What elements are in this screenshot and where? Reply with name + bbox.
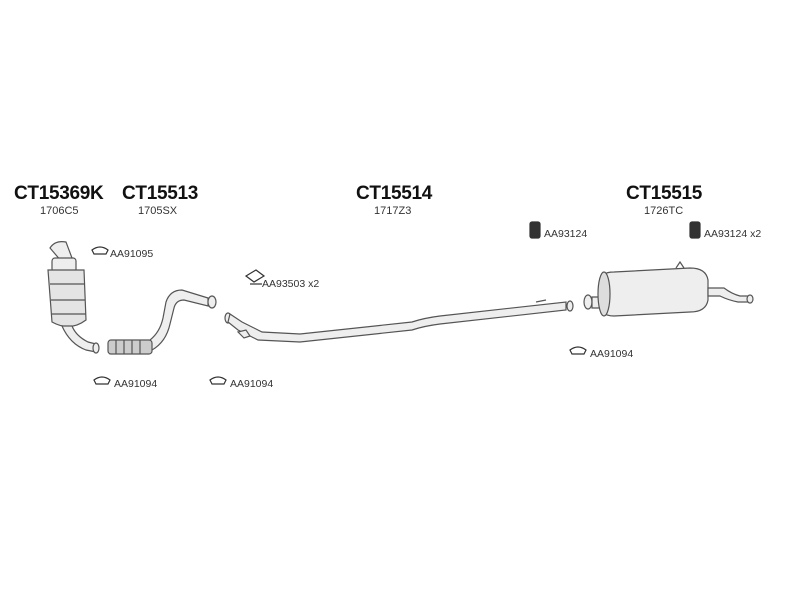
part-code-rear-silencer[interactable]: CT15515 bbox=[626, 183, 703, 204]
accessory-label-clamp[interactable]: AA91094 bbox=[114, 378, 158, 390]
rear-silencer-part[interactable] bbox=[583, 260, 754, 317]
clamp-icon bbox=[209, 376, 227, 385]
part-ref-front-pipe: 1705SX bbox=[138, 205, 178, 217]
clamp-icon bbox=[93, 376, 111, 385]
accessory-label-gasket[interactable]: AA93503 x2 bbox=[262, 278, 320, 290]
part-ref-catalyst: 1706C5 bbox=[40, 205, 79, 217]
front-pipe-part[interactable] bbox=[107, 289, 217, 355]
clamp-icon bbox=[569, 346, 587, 355]
catalytic-converter-part[interactable] bbox=[47, 241, 100, 354]
accessory-label-hanger[interactable]: AA93124 bbox=[544, 228, 588, 240]
accessory-label-clamp[interactable]: AA91094 bbox=[230, 378, 274, 390]
part-code-front-pipe[interactable]: CT15513 bbox=[122, 183, 199, 204]
middle-pipe-part[interactable] bbox=[224, 299, 574, 343]
accessory-label-hanger[interactable]: AA93124 x2 bbox=[704, 228, 762, 240]
gasket-icon bbox=[244, 269, 266, 285]
accessory-label-clamp[interactable]: AA91095 bbox=[110, 248, 154, 260]
clamp-icon bbox=[91, 246, 109, 255]
part-code-catalyst[interactable]: CT15369K bbox=[14, 183, 104, 204]
part-ref-middle-pipe: 1717Z3 bbox=[374, 205, 412, 217]
rubber-hanger-icon bbox=[529, 221, 541, 239]
part-code-middle-pipe[interactable]: CT15514 bbox=[356, 183, 433, 204]
accessory-label-clamp[interactable]: AA91094 bbox=[590, 348, 634, 360]
rubber-hanger-icon bbox=[689, 221, 701, 239]
part-ref-rear-silencer: 1726TC bbox=[644, 205, 684, 217]
